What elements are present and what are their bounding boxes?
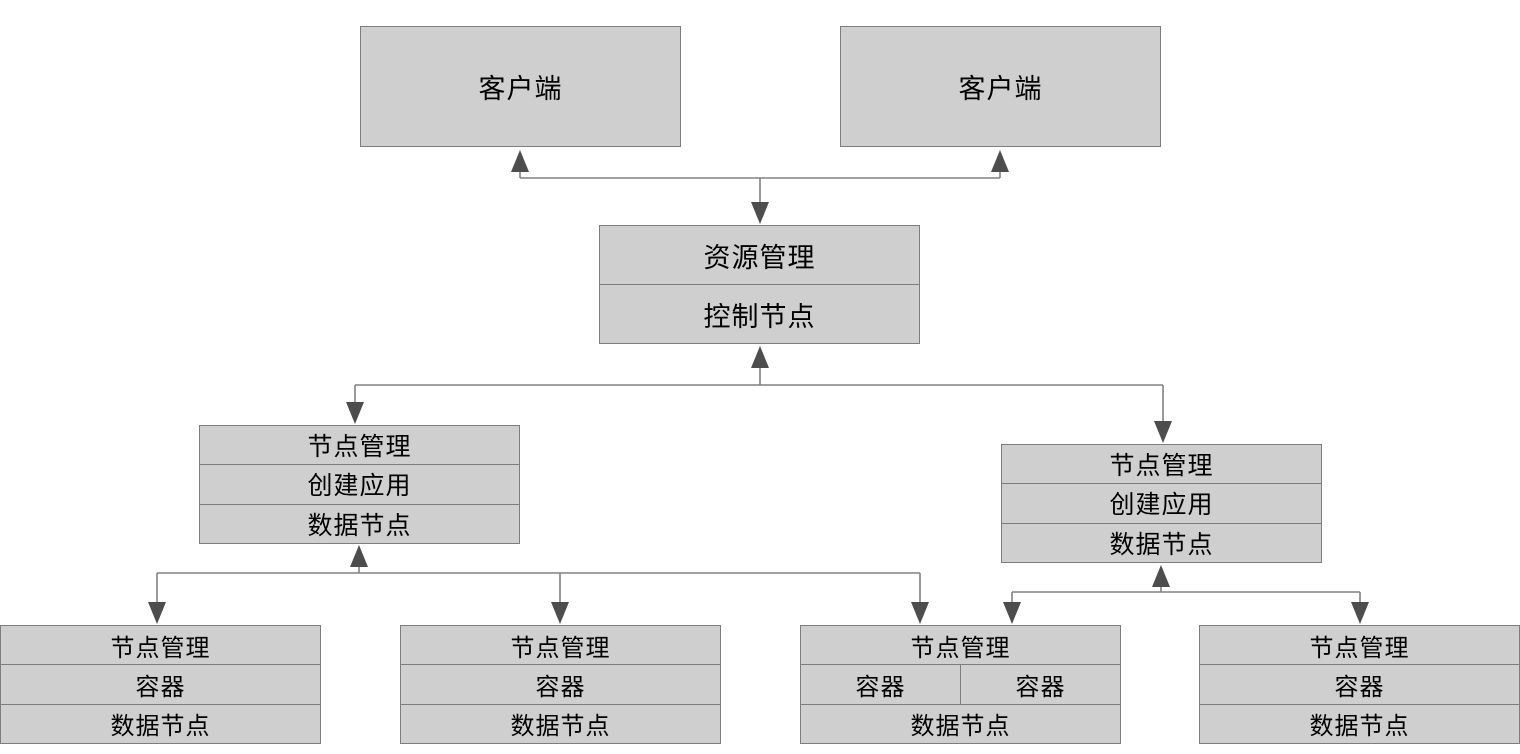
node-container-3[interactable]: 节点管理 容器 容器 数据节点 — [800, 625, 1121, 744]
arrow-up-client-left — [511, 150, 529, 172]
data-right-row-node-management: 节点管理 — [1002, 445, 1321, 485]
arrow-down-mid-left — [346, 402, 364, 424]
container-3-row-container-split: 容器 容器 — [801, 665, 1120, 705]
data-left-row-data-node: 数据节点 — [307, 510, 412, 540]
arrow-up-client-right — [991, 150, 1009, 172]
data-right-row-create-app: 创建应用 — [1002, 484, 1321, 524]
container-4-row-container: 容器 — [1200, 665, 1519, 705]
node-container-1[interactable]: 节点管理 容器 数据节点 — [0, 625, 321, 744]
container-3-cell-container-a: 容器 — [801, 665, 961, 704]
node-control[interactable]: 资源管理 控制节点 — [599, 225, 920, 344]
data-left-row-create-app: 创建应用 — [200, 465, 519, 505]
node-client-left[interactable]: 客户端 — [360, 26, 681, 147]
control-row-control-node: 控制节点 — [703, 301, 816, 333]
container-3-cell-container-b: 容器 — [1015, 672, 1066, 701]
arrow-up-control — [751, 346, 769, 368]
node-client-right[interactable]: 客户端 — [840, 26, 1161, 147]
data-left-row-node-management: 节点管理 — [200, 426, 519, 466]
data-right-row-data-node: 数据节点 — [1109, 529, 1214, 559]
arrow-down-mid-right — [1154, 421, 1172, 443]
node-container-2[interactable]: 节点管理 容器 数据节点 — [400, 625, 721, 744]
client-right-label: 客户端 — [958, 74, 1043, 105]
client-left-label: 客户端 — [478, 74, 563, 105]
arrow-down-bottom-4 — [1351, 602, 1369, 624]
arrow-down-bottom-3b — [1003, 602, 1021, 624]
control-row-resource-management: 资源管理 — [600, 226, 919, 285]
container-1-row-container: 容器 — [1, 665, 320, 705]
node-data-right[interactable]: 节点管理 创建应用 数据节点 — [1001, 444, 1322, 563]
container-1-row-data-node: 数据节点 — [110, 712, 211, 741]
container-2-row-data-node: 数据节点 — [510, 712, 611, 741]
node-container-4[interactable]: 节点管理 容器 数据节点 — [1199, 625, 1520, 744]
container-1-row-node-management: 节点管理 — [1, 626, 320, 666]
container-3-row-data-node: 数据节点 — [910, 712, 1011, 741]
arrow-down-bottom-2 — [551, 602, 569, 624]
arrow-down-bottom-3a — [911, 602, 929, 624]
container-4-row-node-management: 节点管理 — [1200, 626, 1519, 666]
arrow-down-control — [751, 202, 769, 224]
arrow-up-mid-right — [1152, 565, 1170, 587]
container-2-row-node-management: 节点管理 — [401, 626, 720, 666]
node-data-left[interactable]: 节点管理 创建应用 数据节点 — [199, 425, 520, 544]
arrow-up-mid-left — [350, 545, 368, 567]
container-2-row-container: 容器 — [401, 665, 720, 705]
container-3-row-node-management: 节点管理 — [801, 626, 1120, 666]
arrow-down-bottom-1 — [148, 602, 166, 624]
container-4-row-data-node: 数据节点 — [1309, 712, 1410, 741]
